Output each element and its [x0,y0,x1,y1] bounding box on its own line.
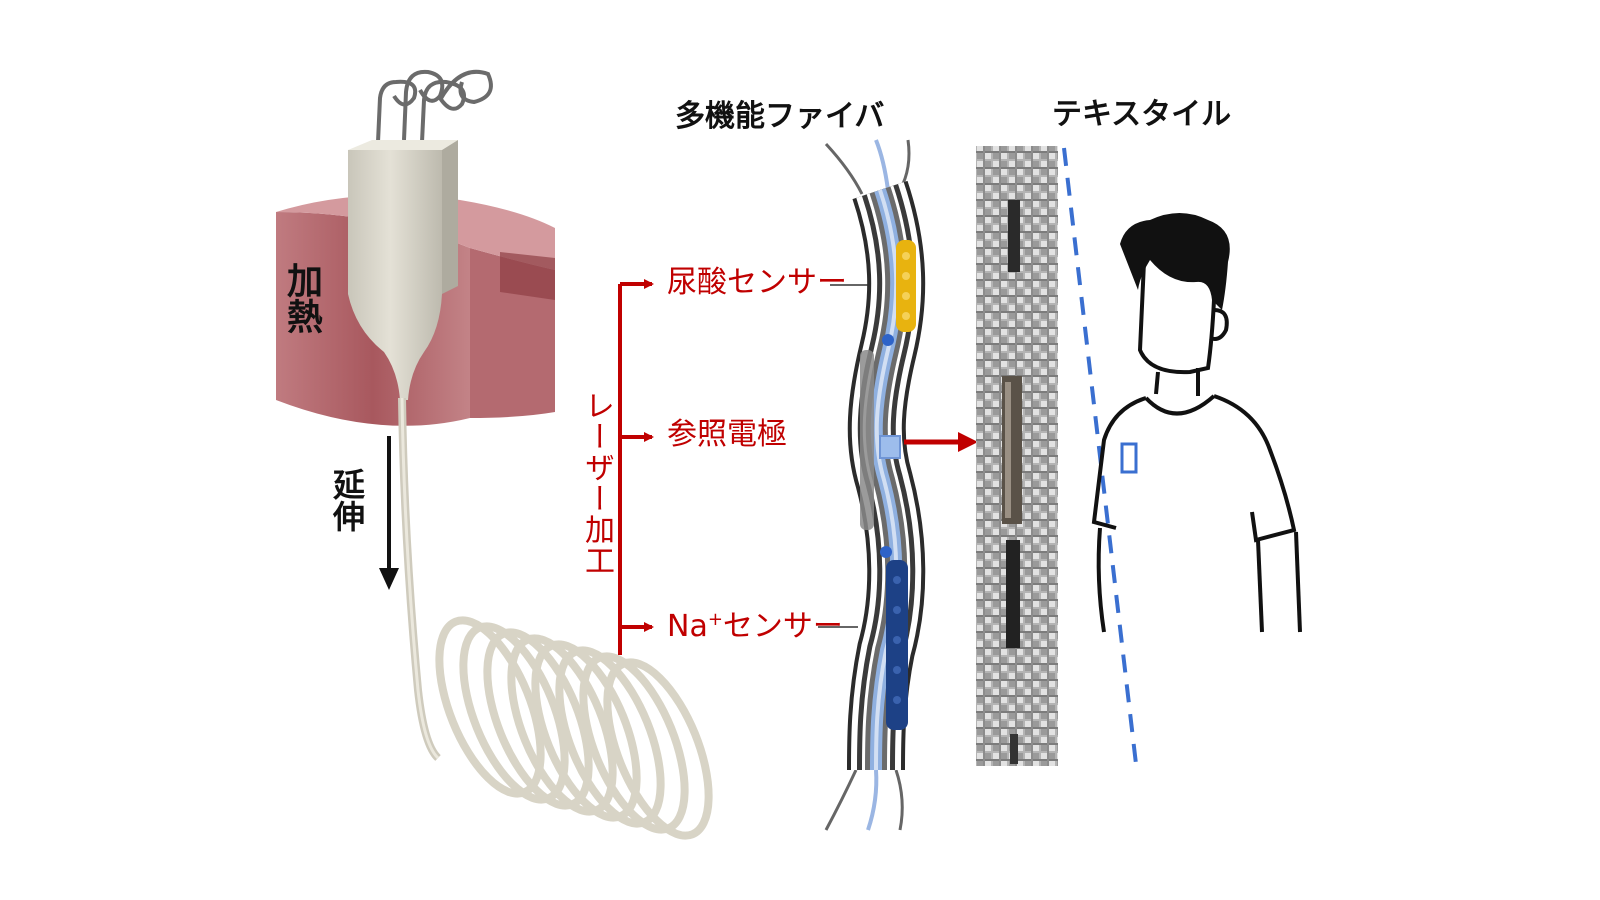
na-sensor-label: Na+センサー [667,611,843,642]
fiber-to-textile-arrow [904,432,978,452]
multifunctional-fiber [824,139,926,831]
laser-processing-label: レーザー加工 [579,390,614,576]
textile-photo [976,146,1058,766]
drawing-arrow [379,436,399,590]
zoom-dashed-line [1062,147,1138,765]
na-sensor-label-prefix: Na [667,609,708,644]
uric-acid-sensor-label: 尿酸センサー [667,265,847,300]
person-illustration [1091,213,1302,633]
laser-bracket [618,279,654,655]
garment-sensor-box [1120,442,1138,474]
marker-dot-lower [880,546,892,558]
leader-lines [818,284,870,628]
reference-electrode-segment [860,350,874,530]
marker-dot-upper [882,334,894,346]
uric-acid-sensor-segment [896,240,916,332]
multifunctional-fiber-label: 多機能ファイバ [675,99,885,134]
na-sensor-label-charge: + [707,609,723,630]
textile-label: テキスタイル [1052,97,1232,132]
na-sensor-segment [886,560,908,730]
na-sensor-label-suffix: センサー [722,609,843,644]
fiber-coil [435,616,713,840]
preform [348,69,493,761]
heating-label: 加熱 [281,262,322,334]
drawing-label: 延伸 [328,468,366,532]
reference-electrode-label: 参照電極 [667,417,787,452]
fiber-highlight-box [879,435,901,459]
